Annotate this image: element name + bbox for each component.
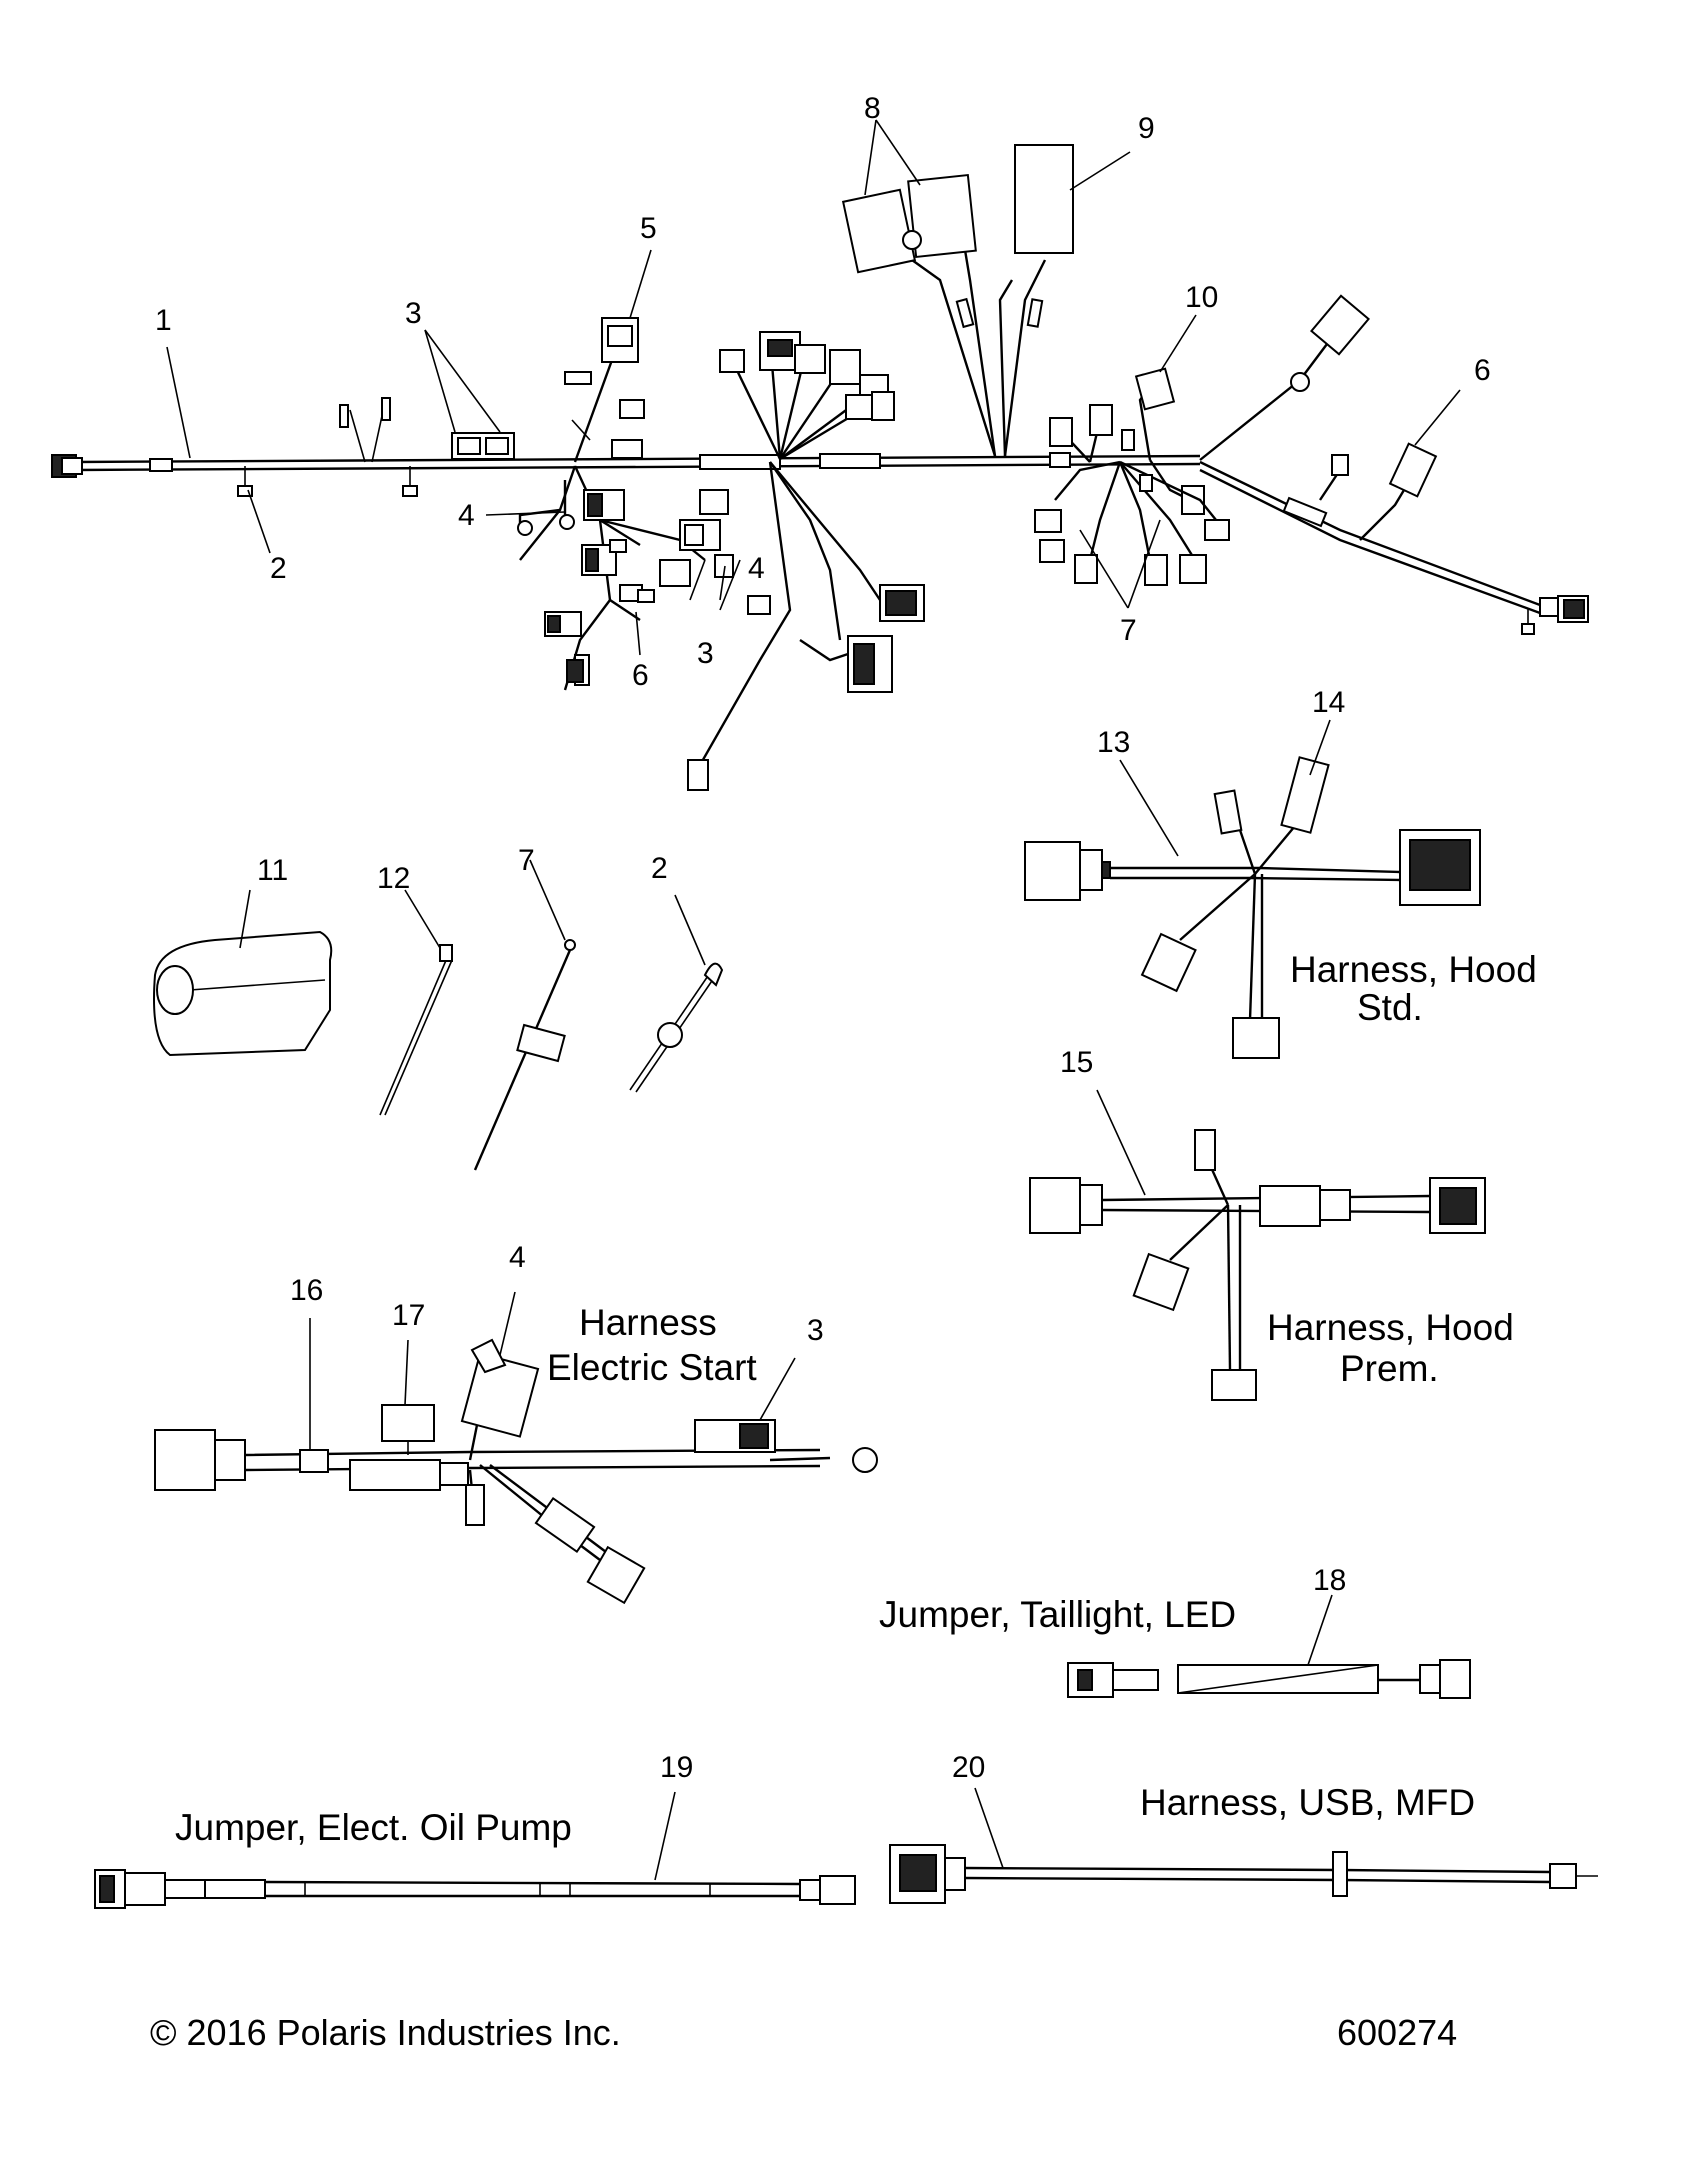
copyright-notice: © 2016 Polaris Industries Inc. xyxy=(150,2012,621,2053)
figure-number: 600274 xyxy=(1337,2012,1457,2053)
callout-3: 3 xyxy=(697,637,714,670)
callout-3: 3 xyxy=(807,1314,824,1347)
jumper-elect-oil-pump xyxy=(94,1791,856,1909)
callout-4: 4 xyxy=(458,499,475,532)
callout-18: 18 xyxy=(1313,1564,1346,1597)
callout-5: 5 xyxy=(640,212,657,245)
harness-usb-mfd xyxy=(889,1787,1598,1904)
callout-3: 3 xyxy=(405,297,422,330)
harness-electric-start xyxy=(154,1291,878,1605)
callout-1: 1 xyxy=(155,304,172,337)
callout-13: 13 xyxy=(1097,726,1130,759)
caption-electric-start: Harness xyxy=(579,1302,717,1343)
callout-19: 19 xyxy=(660,1751,693,1784)
callout-17: 17 xyxy=(392,1299,425,1332)
callout-4: 4 xyxy=(748,552,765,585)
callout-labels: 1 2 3 4 5 4 3 6 8 9 10 6 7 14 13 11 12 7… xyxy=(155,92,1491,1784)
callout-2: 2 xyxy=(270,552,287,585)
caption-oil-pump: Jumper, Elect. Oil Pump xyxy=(175,1807,572,1848)
callout-14: 14 xyxy=(1312,686,1345,719)
jumper-taillight-led xyxy=(1067,1594,1471,1699)
callout-8: 8 xyxy=(864,92,881,125)
callout-9: 9 xyxy=(1138,112,1155,145)
caption-hood-prem-sub: Prem. xyxy=(1340,1348,1439,1389)
callout-7: 7 xyxy=(518,844,535,877)
callout-15: 15 xyxy=(1060,1046,1093,1079)
callout-16: 16 xyxy=(290,1274,323,1307)
captions: Harness, Hood Std. Harness, Hood Prem. H… xyxy=(175,949,1537,1848)
caption-electric-start-sub: Electric Start xyxy=(547,1347,757,1388)
caption-hood-prem: Harness, Hood xyxy=(1267,1307,1514,1348)
callout-4: 4 xyxy=(509,1241,526,1274)
callout-10: 10 xyxy=(1185,281,1218,314)
callout-20: 20 xyxy=(952,1751,985,1784)
harness-hood-prem xyxy=(1029,1089,1486,1401)
callout-12: 12 xyxy=(377,862,410,895)
caption-usb-mfd: Harness, USB, MFD xyxy=(1140,1782,1475,1823)
loose-parts xyxy=(153,859,724,1171)
harness-hood-std xyxy=(1024,719,1481,1059)
main-leaders xyxy=(166,119,1461,656)
callout-7: 7 xyxy=(1120,614,1137,647)
main-harness xyxy=(51,144,1589,791)
callout-6: 6 xyxy=(632,659,649,692)
callout-11: 11 xyxy=(257,854,288,887)
callout-6: 6 xyxy=(1474,354,1491,387)
caption-hood-std-sub: Std. xyxy=(1357,987,1423,1028)
caption-taillight-led: Jumper, Taillight, LED xyxy=(879,1594,1236,1635)
callout-2: 2 xyxy=(651,852,668,885)
caption-hood-std: Harness, Hood xyxy=(1290,949,1537,990)
